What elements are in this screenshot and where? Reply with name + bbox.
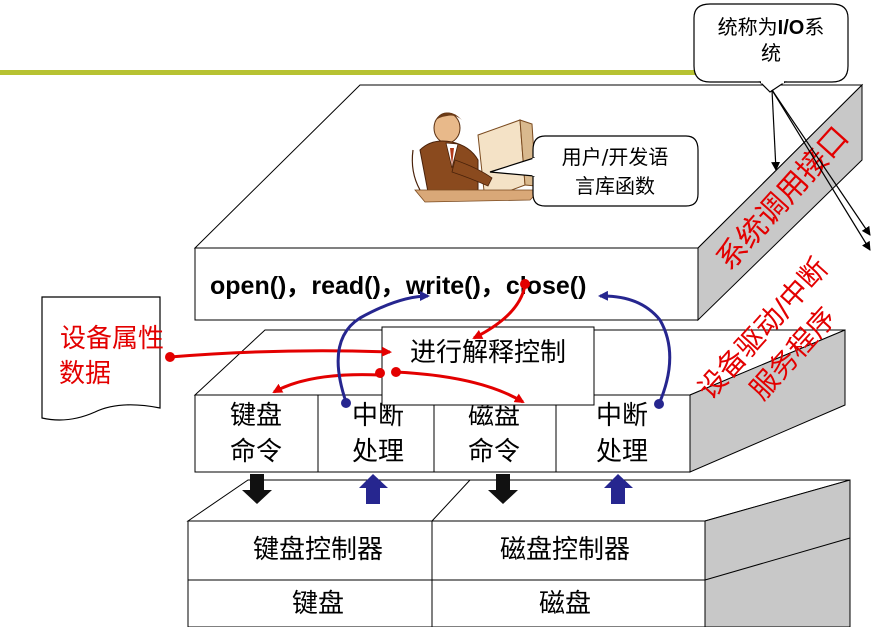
red-dot-write: [520, 279, 530, 289]
disk-label: 磁盘: [539, 589, 591, 619]
io-pointer-lines: [771, 89, 871, 251]
svg-text:磁盘: 磁盘: [468, 401, 520, 431]
device-attr-line1: 设备属性: [60, 324, 164, 354]
svg-text:中断: 中断: [596, 401, 648, 431]
module-interrupt-2: 中断 处理: [596, 401, 648, 467]
device-attr-line2: 数据: [59, 359, 111, 389]
blue-up-arrow-right: [604, 474, 633, 504]
api-functions: open()，read()，write()，close(): [210, 272, 586, 300]
io-system-callout: [693, 3, 849, 93]
controller-layer: [186, 479, 851, 627]
svg-text:处理: 处理: [596, 437, 648, 467]
blue-dot-left: [341, 398, 351, 408]
blue-dot-right: [654, 399, 664, 409]
svg-text:命令: 命令: [230, 437, 282, 467]
module-keyboard-command: 键盘 命令: [230, 401, 282, 467]
dispatch-label: 进行解释控制: [410, 338, 566, 368]
svg-text:处理: 处理: [352, 437, 404, 467]
user-at-computer-icon: [411, 112, 541, 203]
disk-controller-label: 磁盘控制器: [500, 535, 630, 565]
red-dot-dispatch-right: [391, 367, 401, 377]
blue-flow-arrows: [336, 290, 672, 405]
io-system-line1: 统称为I/O系: [718, 15, 825, 39]
keyboard-label: 键盘: [292, 589, 344, 619]
module-interrupt-1: 中断 处理: [352, 401, 404, 467]
dispatch-box: [381, 326, 595, 406]
svg-text:命令: 命令: [468, 437, 520, 467]
red-dot-dispatch-left: [375, 368, 385, 378]
red-dot-attr: [165, 352, 175, 362]
user-library-line2: 言库函数: [575, 174, 655, 198]
user-library-callout: [489, 135, 699, 207]
keyboard-controller-label: 键盘控制器: [253, 535, 383, 565]
black-down-arrow-right: [488, 474, 518, 504]
blue-up-arrow-left: [359, 474, 388, 504]
module-disk-command: 磁盘 命令: [468, 401, 520, 467]
svg-text:中断: 中断: [352, 401, 404, 431]
user-library-line1: 用户/开发语: [562, 145, 669, 169]
io-system-line2: 统: [761, 41, 781, 65]
accent-line: [0, 70, 700, 75]
black-down-arrow-left: [242, 474, 272, 504]
device-attribute-document: [41, 296, 161, 421]
svg-text:键盘: 键盘: [230, 401, 282, 431]
red-flow-arrows: [169, 284, 527, 404]
